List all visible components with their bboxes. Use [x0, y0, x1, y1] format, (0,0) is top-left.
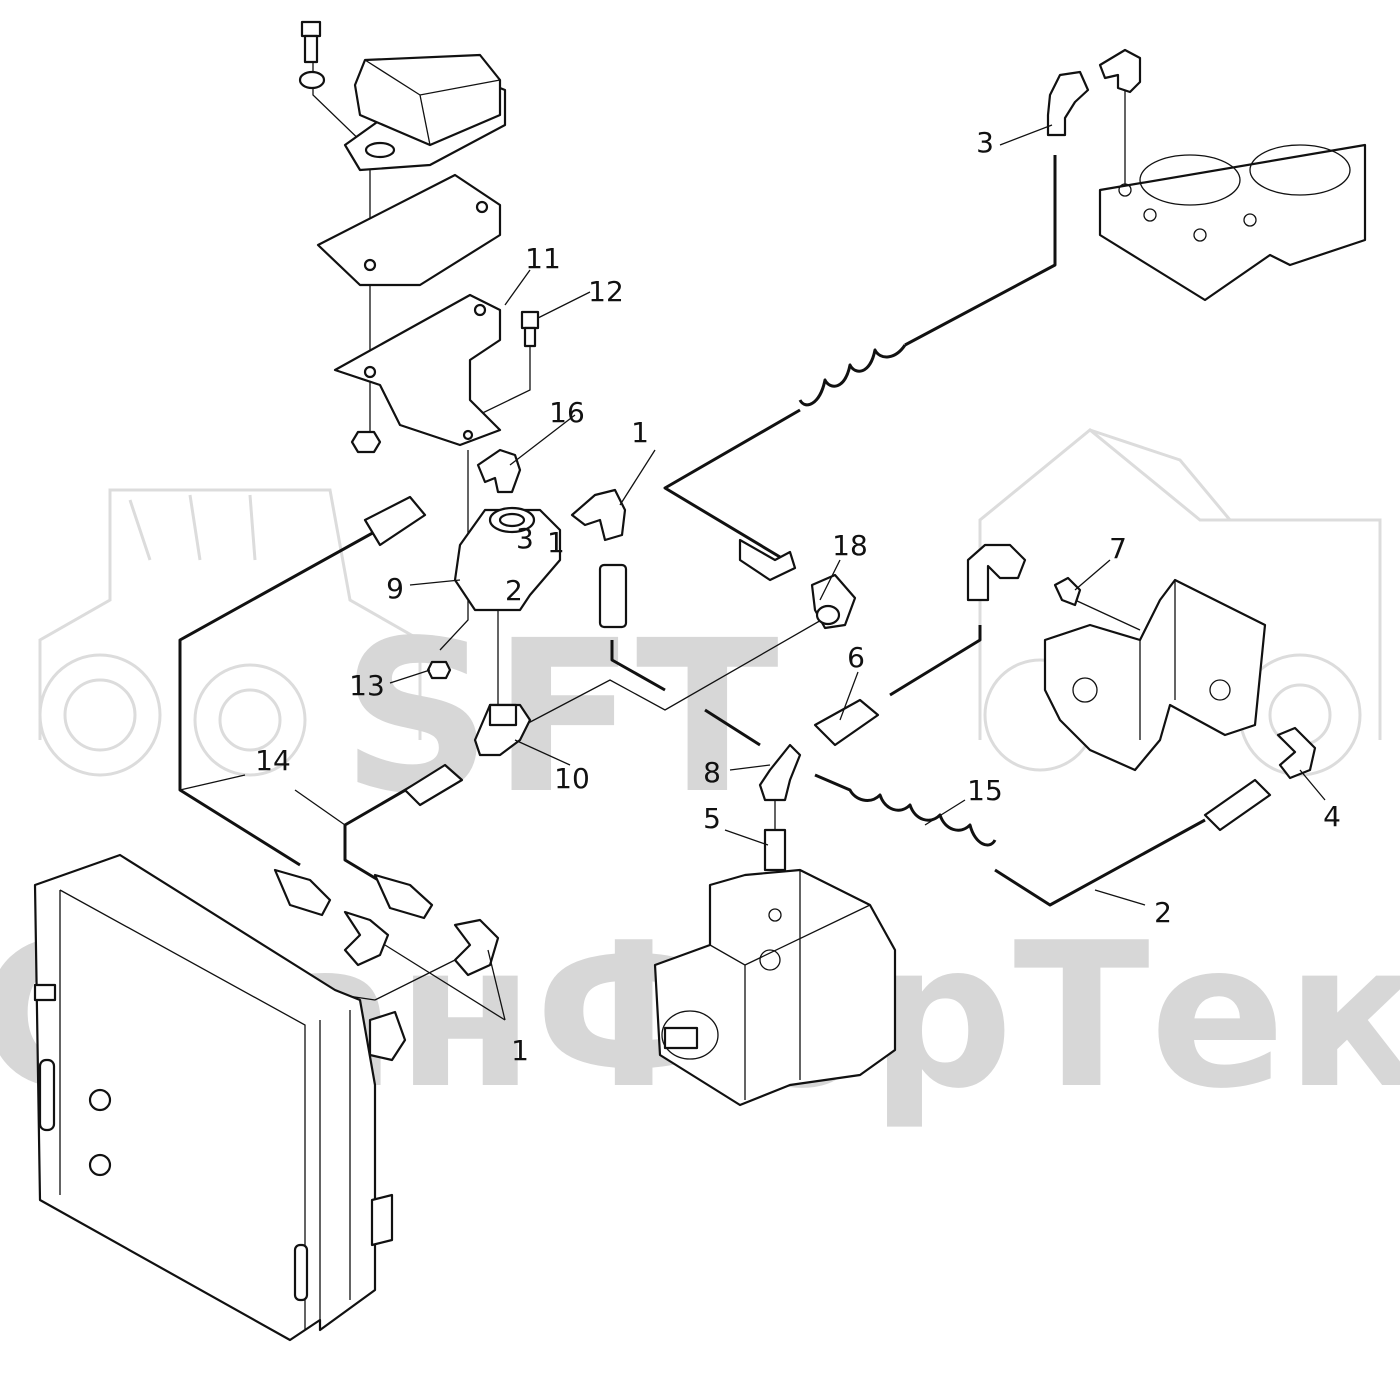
elbow-4 [1276, 726, 1317, 780]
callout-11: 11 [525, 242, 561, 275]
hydraulic-pump [653, 868, 897, 1107]
fitting-7 [1053, 576, 1082, 607]
bracket-nut [350, 430, 382, 454]
mount-bolt [298, 20, 326, 90]
callout-15: 15 [967, 774, 1003, 807]
callout-12: 12 [588, 275, 624, 308]
callout-5: 5 [703, 802, 721, 835]
hose-end-2 [1203, 778, 1272, 832]
callout-8: 8 [703, 756, 721, 789]
bracket [333, 293, 502, 447]
elbow-8 [758, 743, 802, 802]
hose-2 [994, 818, 1206, 907]
hose-6-to-motor [889, 625, 982, 697]
hose-end-14 [363, 495, 427, 547]
callout-1-lower: 1 [511, 1034, 529, 1067]
callout-9: 9 [386, 572, 404, 605]
engine-block [1098, 143, 1367, 302]
callout-4: 4 [1323, 800, 1341, 833]
callout-13: 13 [349, 669, 385, 702]
spacer-plate [316, 173, 502, 287]
hose-end-6 [813, 698, 880, 747]
hose-lines [178, 155, 1206, 907]
hose-upper-to-18 [663, 408, 801, 562]
hose-end-lower-left-1 [273, 868, 332, 917]
hose-3 [904, 155, 1057, 347]
hose-end-tee [403, 763, 464, 807]
hose-elbow1-down [610, 640, 666, 692]
callout-1-upper: 1 [631, 416, 649, 449]
hose-end-upper [598, 563, 628, 629]
bolt-12 [520, 310, 540, 348]
hose-elbow-motor [966, 543, 1027, 602]
callout-6: 6 [847, 641, 865, 674]
callout-16: 16 [549, 396, 585, 429]
callout-18: 18 [832, 529, 868, 562]
hydraulic-motor [1043, 578, 1267, 772]
hose-to-8 [704, 708, 761, 747]
coil-lower-15 [814, 773, 997, 847]
radiator [33, 853, 407, 1342]
fitting-16 [476, 448, 522, 494]
valve-port-3: 3 [516, 522, 534, 555]
callout-2: 2 [1154, 896, 1172, 929]
callout-10: 10 [554, 762, 590, 795]
hose-14 [178, 513, 406, 867]
hose-end-lower-left-2 [373, 873, 434, 920]
callout-14: 14 [255, 744, 291, 777]
elbow-1-lower-left [343, 910, 390, 967]
elbow-1-upper [570, 488, 627, 542]
callout-7: 7 [1109, 532, 1127, 565]
elbow-1-lower-right [453, 918, 500, 977]
elbow-top-right [1098, 48, 1142, 94]
hose-end-18 [738, 538, 797, 582]
callout-labels: 3 11 12 16 1 18 7 9 6 13 14 10 8 15 4 5 … [255, 126, 1341, 1067]
fitting-5 [763, 828, 787, 872]
valve-9: 3 1 2 [453, 506, 565, 612]
valve-port-1: 1 [547, 526, 565, 559]
nut-13 [426, 660, 452, 680]
rubber-mount [343, 53, 507, 172]
callout-3: 3 [976, 126, 994, 159]
tee-10 [473, 703, 532, 757]
hose-10-left [343, 768, 441, 892]
coil-upper [798, 344, 907, 407]
leader-lines [179, 124, 1326, 1021]
valve-port-2: 2 [505, 574, 523, 607]
line-18-to-10 [514, 614, 831, 731]
watermark-tractor-left [38, 488, 422, 777]
hose-end-3 [1046, 70, 1090, 137]
elbow-18 [810, 573, 857, 630]
